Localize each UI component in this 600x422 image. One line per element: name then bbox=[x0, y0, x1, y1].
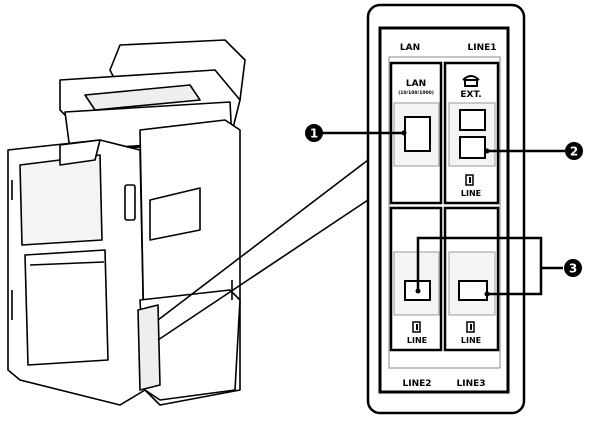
lan-port-speed: (10/100/1000) bbox=[398, 90, 434, 96]
callout-2: 2 bbox=[565, 142, 583, 160]
lan-port-label: LAN bbox=[406, 79, 426, 89]
line-jack-icon bbox=[466, 321, 475, 333]
telephone-icon bbox=[462, 75, 480, 87]
callout-3: 3 bbox=[564, 259, 582, 277]
label-line3: LINE3 bbox=[456, 379, 485, 389]
line3-jack-label: LINE bbox=[461, 336, 481, 345]
label-line2: LINE2 bbox=[402, 379, 431, 389]
callout-1: 1 bbox=[305, 124, 323, 142]
printer-illustration bbox=[7, 39, 246, 406]
lan-port[interactable] bbox=[404, 116, 431, 152]
ext-port[interactable] bbox=[459, 109, 486, 131]
line-jack-icon bbox=[412, 321, 421, 333]
label-lan: LAN bbox=[400, 43, 420, 53]
ext-label: EXT. bbox=[460, 90, 481, 100]
label-line1: LINE1 bbox=[467, 43, 496, 53]
svg-text:3: 3 bbox=[569, 262, 577, 276]
zoom-leader-lines bbox=[157, 159, 369, 341]
svg-text:2: 2 bbox=[570, 145, 578, 159]
connector-panel: LAN LINE1 LINE2 LINE3 LAN (10/100/1000) … bbox=[366, 3, 526, 415]
line1-port[interactable] bbox=[459, 136, 486, 159]
callout-lines bbox=[322, 131, 565, 296]
line1-jack-label: LINE bbox=[461, 189, 481, 198]
line3-port[interactable] bbox=[458, 280, 488, 301]
svg-text:1: 1 bbox=[310, 127, 318, 141]
line-jack-icon bbox=[465, 174, 474, 186]
line2-jack-label: LINE bbox=[407, 336, 427, 345]
